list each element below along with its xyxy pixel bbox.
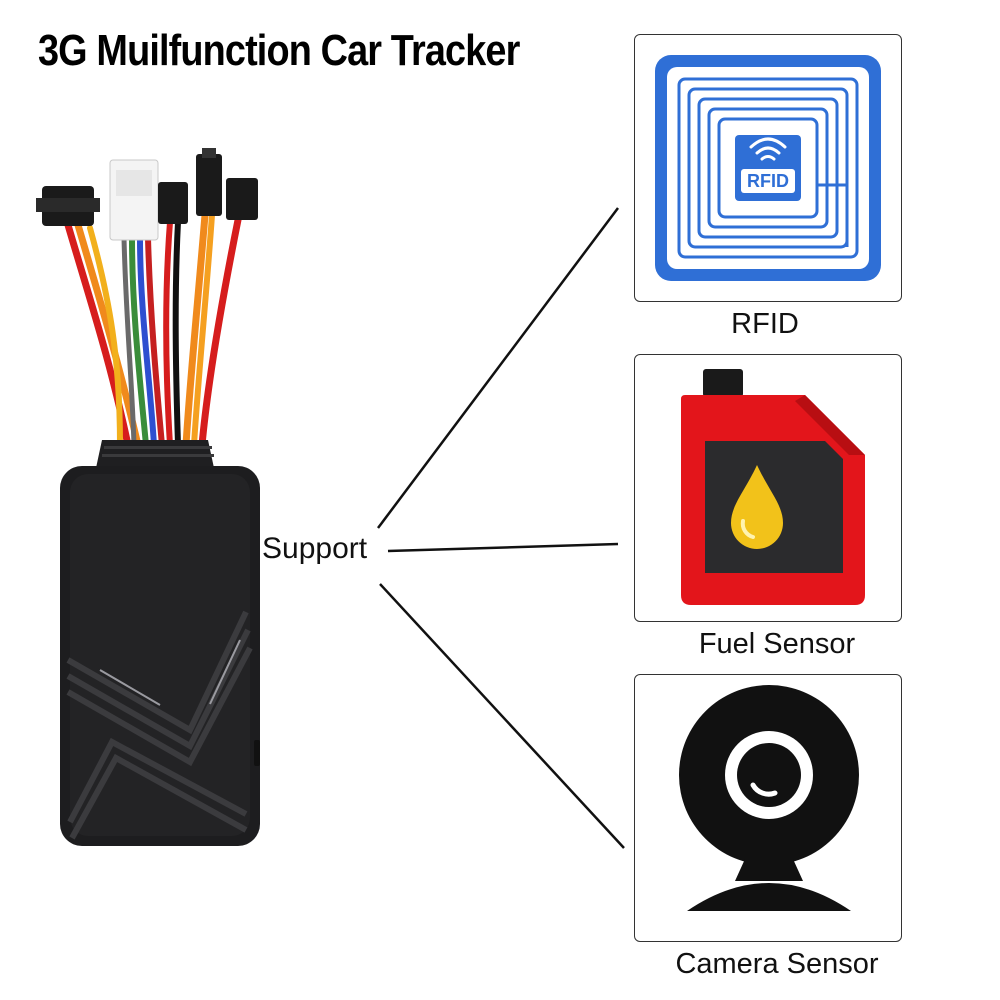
fuel-sensor-caption: Fuel Sensor [698, 628, 856, 660]
rfid-caption: RFID [731, 308, 799, 340]
fuel-can-icon [681, 369, 865, 605]
rfid-badge-text: RFID [747, 171, 789, 191]
fuel-sensor-card [634, 354, 902, 622]
webcam-icon [679, 685, 859, 911]
support-lines [377, 207, 625, 849]
rfid-card: RFID [634, 34, 902, 302]
rfid-tag-icon: RFID [655, 55, 881, 281]
camera-sensor-card [634, 674, 902, 942]
page-title: 3G Muilfunction Car Tracker [38, 26, 520, 75]
wire-harness [64, 211, 242, 449]
camera-sensor-caption: Camera Sensor [675, 948, 879, 980]
wire-connectors [36, 148, 258, 241]
cable-boot [96, 440, 214, 468]
tracker-device [60, 466, 260, 846]
support-label: Support [262, 532, 368, 565]
